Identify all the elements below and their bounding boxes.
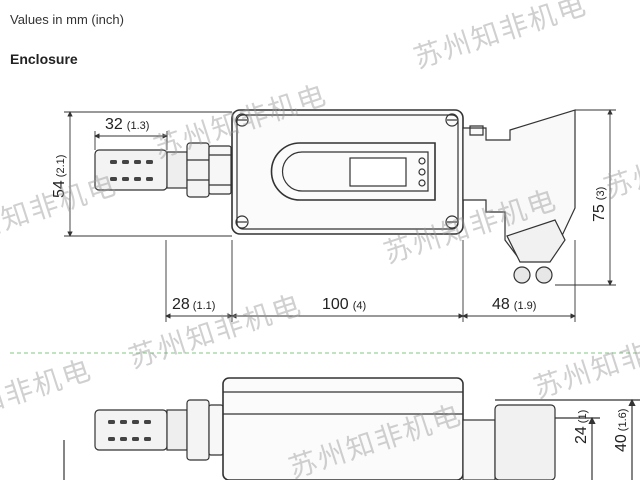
side-dimension-labels: 24(1) 40(1.6)	[573, 409, 630, 452]
dim-right-offset: 48(1.9)	[492, 296, 536, 313]
display-window	[270, 142, 436, 201]
screws	[235, 113, 459, 229]
lcd	[349, 157, 407, 187]
dim-connector-height: 75(3)	[591, 187, 608, 222]
hex-nut	[186, 142, 210, 198]
section-title: Enclosure	[10, 51, 78, 67]
dim-side-height-a: 24(1)	[573, 410, 590, 444]
dim-side-height-b: 40(1.6)	[613, 409, 630, 452]
dim-height-total: 54(2.1)	[51, 155, 68, 198]
side-view	[63, 377, 640, 480]
dimension-lines	[64, 109, 616, 322]
dimension-labels: 32(1.3) 54(2.1) 75(3) 28(1.1) 100(4) 48(…	[51, 116, 608, 313]
probe-body	[94, 149, 168, 191]
nut-collar	[208, 145, 232, 195]
dim-body-length: 100(4)	[322, 296, 366, 313]
dim-left-offset: 28(1.1)	[172, 296, 215, 313]
probe-slots	[110, 160, 153, 181]
units-note: Values in mm (inch)	[10, 12, 124, 27]
probe-neck	[166, 151, 188, 189]
dim-probe-length: 32(1.3)	[105, 116, 149, 133]
top-view	[94, 109, 576, 284]
